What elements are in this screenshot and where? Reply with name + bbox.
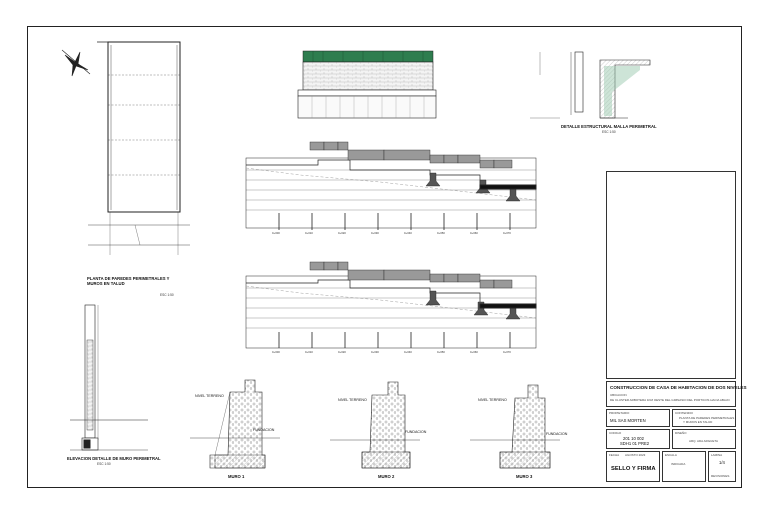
stamp-cell: FECHA AGOSTO 2023 SELLO Y FIRMA (606, 451, 660, 482)
elevation-caption: ELEVACION DETALLE DE MURO PERIMETRAL (67, 456, 161, 461)
revision-label: REVISIONES (711, 474, 730, 478)
designer-cell: DISEÑO ARQ. ADA ARGUETA (672, 429, 736, 449)
code-label: CODIGO (609, 431, 622, 435)
signature-text: SELLO Y FIRMA (611, 466, 656, 472)
tick-label: 0+060 (470, 231, 478, 235)
scale-value: INDICADA (671, 462, 686, 466)
wall-1-section (190, 379, 280, 469)
code-cell: CODIGO 201 10 002 SDH1 01 PRE2 (606, 429, 670, 449)
longitudinal-section-1 (245, 141, 537, 230)
tick-label: 0+020 (338, 231, 346, 235)
tick-label: 0+030 (371, 231, 379, 235)
front-elevation (297, 50, 437, 119)
location-value: DE CLUSTER ARBOTERA 1KM OESTE DEL GIMNAS… (610, 398, 730, 402)
sheet-number-label: LAMINA (711, 453, 723, 457)
wall-2-caption: MURO 2 (378, 474, 395, 479)
content-line-1: PLANTA DE PAREDES PERIMETRALES (679, 416, 735, 420)
wall-2-base-label: FUNDACION (405, 430, 427, 434)
plan-scale: ESC 1:50 (160, 293, 174, 297)
structural-detail (530, 51, 651, 119)
tick-label: 0+010 (305, 350, 313, 354)
tick-label: 0+030 (371, 350, 379, 354)
tick-label: 0+000 (272, 350, 280, 354)
content-label: CONTENIDO (675, 411, 693, 415)
longitudinal-section-2 (245, 261, 537, 349)
perimeter-wall-elevation (70, 304, 148, 451)
project-title: CONSTRUCCION DE CASA DE HABITACION DE DO… (610, 385, 747, 390)
tick-label: 0+010 (305, 231, 313, 235)
wall-3-section (470, 384, 560, 469)
project-title-cell: CONSTRUCCION DE CASA DE HABITACION DE DO… (606, 381, 747, 407)
sheet-number-value: 1/4 (719, 460, 725, 465)
owner-cell: PROPIETARIO MIL SAS MORTEN (606, 409, 670, 427)
plan-caption-line-2: MUROS EN TALUD (87, 281, 125, 286)
plan-view (88, 41, 190, 255)
title-block-notes-area (606, 171, 736, 379)
wall-3-base-label: FUNDACION (546, 432, 568, 436)
designer-value: ARQ. ADA ARGUETA (689, 439, 718, 443)
code-value-2: SDH1 01 PRE2 (620, 441, 650, 446)
content-cell: CONTENIDO PLANTA DE PAREDES PERIMETRALES… (672, 409, 736, 427)
elevation-scale: ESC 1:50 (97, 462, 111, 466)
detail-caption: DETALLE ESTRUCTURAL MALLA PERIMETRAL (561, 124, 657, 129)
tick-label: 0+060 (470, 350, 478, 354)
location-label: UBICACION (610, 393, 627, 397)
wall-2-top-label: NIVEL TERRENO (338, 398, 367, 402)
wall-3-top-label: NIVEL TERRENO (478, 398, 507, 402)
tick-label: 0+050 (437, 350, 445, 354)
designer-label: DISEÑO (675, 431, 687, 435)
content-line-2: Y MUROS EN TALUD (683, 420, 713, 424)
tick-label: 0+070 (503, 350, 511, 354)
tick-label: 0+040 (404, 231, 412, 235)
scale-cell: ESCALA INDICADA (662, 451, 706, 482)
owner-value: MIL SAS MORTEN (610, 418, 646, 423)
title-block: CONSTRUCCION DE CASA DE HABITACION DE DO… (606, 171, 747, 482)
tick-label: 0+070 (503, 231, 511, 235)
tick-label: 0+000 (272, 231, 280, 235)
wall-2-section (330, 381, 420, 469)
owner-label: PROPIETARIO (609, 411, 630, 415)
wall-1-base-label: FUNDACION (253, 428, 275, 432)
plan-caption-line-1: PLANTA DE PAREDES PERIMETRALES Y (87, 276, 170, 281)
plan-caption: PLANTA DE PAREDES PERIMETRALES Y MUROS E… (87, 276, 169, 286)
code-value-1: 201 10 002 (623, 436, 644, 441)
sheet-number-cell: LAMINA 1/4 REVISIONES (708, 451, 736, 482)
wall-1-top-label: NIVEL TERRENO (195, 394, 224, 398)
tick-label: 0+050 (437, 231, 445, 235)
tick-label: 0+020 (338, 350, 346, 354)
date-value: AGOSTO 2023 (625, 453, 646, 457)
north-arrow-icon (61, 49, 91, 77)
tick-label: 0+040 (404, 350, 412, 354)
drawing-sheet-border (27, 26, 742, 488)
wall-3-caption: MURO 3 (516, 474, 533, 479)
date-label: FECHA (609, 453, 620, 457)
wall-1-caption: MURO 1 (228, 474, 245, 479)
detail-scale: ESC 1:50 (602, 130, 616, 134)
scale-label: ESCALA (665, 453, 677, 457)
